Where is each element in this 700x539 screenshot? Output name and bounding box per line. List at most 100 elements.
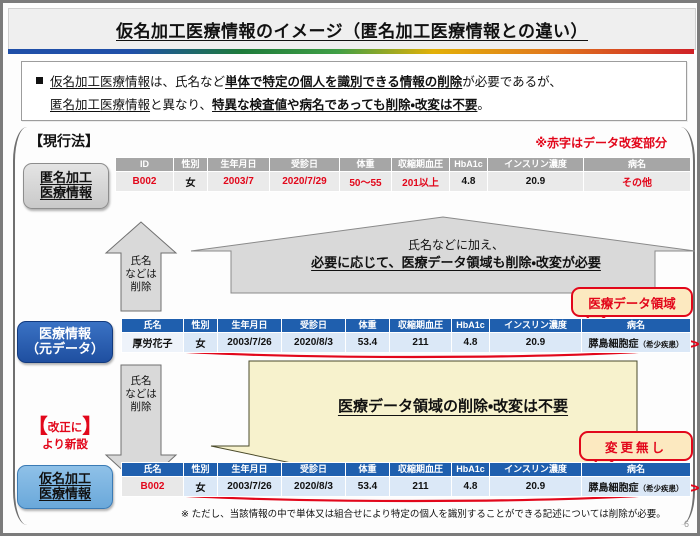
- lead-line1-part-a: 仮名加工医療情報: [50, 75, 151, 89]
- arrow-label-delete-name-lower: 氏名 などは 削除: [111, 375, 171, 414]
- page-title: 仮名加工医療情報のイメージ（匿名加工医療情報との違い）: [116, 21, 588, 41]
- cell-disease-main: 膵島細胞症: [588, 483, 639, 495]
- cell-visitdate: 2020/8/3: [281, 476, 346, 498]
- th-systolic-bp: 収縮期血圧: [389, 317, 452, 334]
- arrow-label-lower-line1: 氏名: [130, 375, 152, 387]
- lead-statement-box: 仮名加工医療情報は、氏名など単体で特定の個人を識別できる情報の削除が必要であるが…: [21, 61, 687, 121]
- arrow-label-upper-line1: 氏名: [130, 255, 152, 267]
- lead-line2-part-b: と異なり、: [150, 98, 213, 112]
- lead-line1-part-b: は、氏名など: [150, 75, 226, 89]
- th-insulin: インスリン濃度: [489, 317, 582, 334]
- th-hba1c: HbA1c: [451, 461, 490, 478]
- cell-systolic-bp: 211: [389, 332, 452, 354]
- row-label-anonymized-line2: 医療情報: [39, 185, 92, 200]
- arrow-label-upper-line2: などは: [125, 268, 157, 281]
- arrow-label-upper-line3: 削除: [130, 281, 152, 294]
- table-pseudonymized: 氏名 性別 生年月日 受診日 体重 収縮期血圧 HbA1c インスリン濃度 病名…: [121, 461, 691, 498]
- th-hba1c: HbA1c: [449, 156, 488, 173]
- arrow-label-delete-name-upper: 氏名 などは 削除: [111, 255, 171, 294]
- bracket-left-glyph: 【: [27, 416, 48, 438]
- cell-visitdate: 2020/8/3: [281, 332, 346, 354]
- cell-weight: 50〜55: [339, 171, 392, 193]
- table-row: B002 女 2003/7 2020/7/29 50〜55 201以上 4.8 …: [115, 171, 691, 193]
- red-text-legend: ※赤字はデータ改変部分: [535, 136, 667, 150]
- th-disease: 病名: [583, 156, 691, 173]
- lead-line1-part-c: 単体で特定の個人を識別できる情報の削除: [225, 75, 463, 89]
- row-label-pseudonymized-line2: 医療情報: [38, 486, 91, 501]
- new-by-revision-label: 【改正に】 より新設: [15, 415, 115, 452]
- th-systolic-bp: 収縮期血圧: [391, 156, 450, 173]
- callout-no-change-label: 変更無し: [604, 440, 667, 455]
- page-number: 6: [683, 519, 689, 529]
- cell-sex: 女: [183, 476, 218, 498]
- cell-disease-suffix: （希少疾患）: [638, 484, 684, 494]
- th-weight: 体重: [345, 317, 390, 334]
- table-header-row: ID 性別 生年月日 受診日 体重 収縮期血圧 HbA1c インスリン濃度 病名: [115, 156, 691, 173]
- lead-line2-part-c: 特異な検査値や病名であっても削除・改変は不要: [212, 98, 478, 112]
- th-birthdate: 生年月日: [207, 156, 270, 173]
- callout-no-change: 変更無し: [579, 431, 693, 461]
- arrow-label-lower-line3: 削除: [130, 401, 152, 414]
- title-accent-rule: [8, 49, 694, 54]
- cell-disease-main: 膵島細胞症: [588, 339, 639, 351]
- cell-hba1c: 4.8: [451, 332, 490, 354]
- table-original: 氏名 性別 生年月日 受診日 体重 収縮期血圧 HbA1c インスリン濃度 病名…: [121, 317, 691, 354]
- th-visitdate: 受診日: [281, 461, 346, 478]
- footnote-text: ※ ただし、当該情報の中で単体又は組合せにより特定の個人を識別することができる記…: [181, 509, 666, 520]
- gray-arrow-message-line2: 必要に応じて、医療データ領域も削除・改変が必要: [311, 254, 601, 270]
- lead-line1-part-d: が必要であるが、: [462, 75, 562, 89]
- th-birthdate: 生年月日: [217, 461, 282, 478]
- cell-disease: 膵島細胞症（希少疾患）: [581, 332, 691, 354]
- th-visitdate: 受診日: [269, 156, 340, 173]
- cell-birthdate: 2003/7: [207, 171, 270, 193]
- row-label-pseudonymized: 仮名加工 医療情報: [17, 465, 113, 509]
- cell-birthdate: 2003/7/26: [217, 332, 282, 354]
- th-sex: 性別: [173, 156, 208, 173]
- th-hba1c: HbA1c: [451, 317, 490, 334]
- table-row: B002 女 2003/7/26 2020/8/3 53.4 211 4.8 2…: [121, 476, 691, 498]
- new-by-revision-line2: より新設: [42, 439, 88, 451]
- new-by-revision-text1: 改正に: [47, 422, 83, 434]
- row-label-medical-original-line1: 医療情報: [38, 326, 91, 342]
- th-sex: 性別: [183, 461, 218, 478]
- table-header-row: 氏名 性別 生年月日 受診日 体重 収縮期血圧 HbA1c インスリン濃度 病名: [121, 317, 691, 334]
- gray-arrow-message-line1: 氏名などに加え、: [407, 238, 504, 252]
- th-systolic-bp: 収縮期血圧: [389, 461, 452, 478]
- th-visitdate: 受診日: [281, 317, 346, 334]
- cell-insulin: 20.9: [489, 476, 582, 498]
- table-anonymized: ID 性別 生年月日 受診日 体重 収縮期血圧 HbA1c インスリン濃度 病名…: [115, 156, 691, 193]
- cell-insulin: 20.9: [487, 171, 584, 193]
- cell-sex: 女: [173, 171, 208, 193]
- cell-id: B002: [121, 476, 184, 498]
- cell-systolic-bp: 201以上: [391, 171, 450, 193]
- row-label-pseudonymized-line1: 仮名加工: [38, 471, 91, 487]
- cell-insulin: 20.9: [489, 332, 582, 354]
- cell-id: B002: [115, 171, 174, 193]
- new-by-revision-line1: 【改正に】: [15, 415, 115, 440]
- cell-weight: 53.4: [345, 476, 390, 498]
- table-header-row: 氏名 性別 生年月日 受診日 体重 収縮期血圧 HbA1c インスリン濃度 病名: [121, 461, 691, 478]
- th-birthdate: 生年月日: [217, 317, 282, 334]
- cell-sex: 女: [183, 332, 218, 354]
- th-disease: 病名: [581, 317, 691, 334]
- slide-title-bar: 仮名加工医療情報のイメージ（匿名加工医療情報との違い）: [8, 8, 696, 50]
- th-insulin: インスリン濃度: [489, 461, 582, 478]
- cell-birthdate: 2003/7/26: [217, 476, 282, 498]
- row-label-anonymized: 匿名加工 医療情報: [23, 163, 109, 209]
- row-label-medical-original-line2: （元データ）: [25, 341, 104, 356]
- current-law-label: 【現行法】: [29, 133, 99, 149]
- cell-systolic-bp: 211: [389, 476, 452, 498]
- cell-name: 厚労花子: [121, 332, 184, 354]
- th-disease: 病名: [581, 461, 691, 478]
- lead-line-1: 仮名加工医療情報は、氏名など単体で特定の個人を識別できる情報の削除が必要であるが…: [36, 71, 562, 90]
- table-row: 厚労花子 女 2003/7/26 2020/8/3 53.4 211 4.8 2…: [121, 332, 691, 354]
- cell-weight: 53.4: [345, 332, 390, 354]
- gray-arrow-message: 氏名などに加え、 必要に応じて、医療データ領域も削除・改変が必要: [241, 237, 671, 272]
- row-label-anonymized-line1: 匿名加工: [39, 170, 92, 186]
- th-id: ID: [115, 156, 174, 173]
- th-name: 氏名: [121, 461, 184, 478]
- lead-line2-part-d: 。: [477, 98, 490, 112]
- cell-hba1c: 4.8: [451, 476, 490, 498]
- th-weight: 体重: [339, 156, 392, 173]
